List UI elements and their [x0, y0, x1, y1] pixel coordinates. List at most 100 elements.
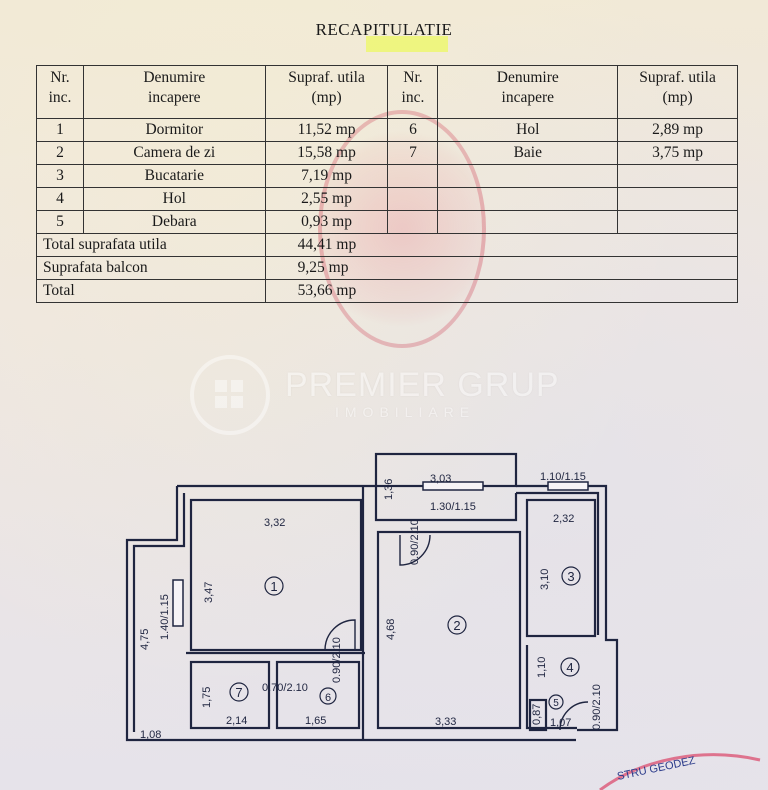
cell-nr: 3	[36, 164, 84, 188]
cell-nr: 6	[387, 118, 439, 142]
watermark-logo-icon	[190, 355, 270, 435]
pantry	[528, 698, 548, 732]
cell-empty	[387, 187, 439, 211]
bathroom	[189, 660, 271, 730]
cell-area: 2,55 mp	[264, 187, 389, 211]
bedroom	[189, 498, 363, 652]
cell-room-name: Camera de zi	[82, 141, 266, 165]
room-number: 7	[235, 685, 242, 700]
plan-walls	[125, 452, 619, 742]
floor-plan: 1 2 3 4 5 6 7 3,03 1,36 1.30/1.15 1.10/1…	[125, 452, 761, 790]
header-nr-2: Nr.inc.	[387, 65, 439, 119]
dim-label: 0.90/2.10	[331, 637, 343, 683]
window-living	[422, 481, 484, 491]
kitchen	[525, 498, 597, 638]
dim-label: 3,33	[435, 716, 456, 728]
cell-nr: 5	[36, 210, 84, 234]
dim-label: 1,10	[536, 657, 548, 678]
dim-label: 4,75	[139, 629, 151, 650]
cell-area: 11,52 mp	[264, 118, 389, 142]
total-value: 53,66 mp	[264, 279, 739, 303]
dim-label: 1,07	[550, 717, 571, 729]
cell-empty	[617, 164, 738, 188]
cell-empty	[437, 187, 619, 211]
dim-label: 2,32	[553, 513, 574, 525]
table-row: 1 Dormitor 11,52 mp 6 Hol 2,89 mp	[36, 118, 738, 142]
total-row: Total suprafata utila 44,41 mp	[36, 233, 739, 257]
cell-area: 3,75 mp	[617, 141, 738, 165]
room-number: 1	[270, 579, 277, 594]
dim-label: 0.70/2.10	[262, 682, 308, 694]
stamp-arc	[599, 753, 761, 790]
cell-room-name: Dormitor	[82, 118, 266, 142]
room-number: 3	[567, 569, 574, 584]
cell-area: 15,58 mp	[264, 141, 389, 165]
cell-area: 0,93 mp	[264, 210, 389, 234]
dim-label: 1,36	[383, 479, 395, 500]
dim-label: 3,47	[203, 582, 215, 603]
cell-empty	[617, 210, 738, 234]
cell-empty	[387, 164, 439, 188]
cell-room-name: Hol	[82, 187, 266, 211]
cell-room-name: Baie	[437, 141, 619, 165]
living-room	[376, 530, 522, 730]
total-label: Total suprafata utila	[36, 233, 266, 257]
total-label: Suprafata balcon	[36, 256, 266, 280]
cell-nr: 2	[36, 141, 84, 165]
total-row: Suprafata balcon 9,25 mp	[36, 256, 739, 280]
cell-room-name: Bucatarie	[82, 164, 266, 188]
dim-label: 0.90/2.10	[409, 519, 421, 565]
cell-empty	[387, 210, 439, 234]
window-bedroom	[172, 579, 184, 627]
door-hall	[559, 701, 589, 731]
page-title: RECAPITULATIE	[315, 20, 453, 39]
table-row: 3 Bucatarie 7,19 mp	[36, 164, 738, 188]
header-nr: Nr.inc.	[36, 65, 84, 119]
hall-6	[275, 660, 361, 730]
watermark-name: PREMIER GRUP	[285, 366, 560, 404]
cell-empty	[617, 187, 738, 211]
cell-empty	[437, 210, 619, 234]
window-kitchen	[547, 481, 589, 491]
table-row: 2 Camera de zi 15,58 mp 7 Baie 3,75 mp	[36, 141, 738, 165]
dim-label: 3,03	[430, 473, 451, 485]
room-number: 4	[566, 660, 573, 675]
room-number: 2	[453, 618, 460, 633]
dim-label: 1.10/1.15	[540, 471, 586, 483]
highlighter-mark	[366, 36, 448, 52]
cell-room-name: Debara	[82, 210, 266, 234]
dim-label: 1,65	[305, 715, 326, 727]
cell-nr: 7	[387, 141, 439, 165]
dim-label: 2,14	[226, 715, 247, 727]
dim-label: 0.90/2.10	[591, 684, 603, 730]
room-number: 6	[325, 692, 331, 704]
watermark: PREMIER GRUP IMOBILIARE	[180, 350, 600, 440]
cell-area: 7,19 mp	[264, 164, 389, 188]
total-value: 9,25 mp	[264, 256, 739, 280]
dim-label: 1,08	[140, 729, 161, 741]
total-label: Total	[36, 279, 266, 303]
cell-nr: 4	[36, 187, 84, 211]
room-number: 5	[553, 698, 559, 709]
header-suprafata: Supraf. utila(mp)	[264, 65, 389, 119]
cell-empty	[437, 164, 619, 188]
dim-label: 4,68	[385, 619, 397, 640]
door-living	[399, 534, 431, 566]
table-row: 4 Hol 2,55 mp	[36, 187, 738, 211]
cell-nr: 1	[36, 118, 84, 142]
cell-area: 2,89 mp	[617, 118, 738, 142]
dim-label: 3,32	[264, 517, 285, 529]
table-row: 5 Debara 0,93 mp	[36, 210, 738, 234]
total-value: 44,41 mp	[264, 233, 739, 257]
dim-label: 1.40/1.15	[159, 594, 171, 640]
watermark-sub: IMOBILIARE	[335, 404, 476, 420]
dim-label: 0,87	[531, 704, 543, 725]
door-bedroom	[324, 619, 356, 651]
total-row: Total 53,66 mp	[36, 279, 739, 303]
dim-label: 1,75	[201, 687, 213, 708]
dim-label: 3,10	[539, 569, 551, 590]
